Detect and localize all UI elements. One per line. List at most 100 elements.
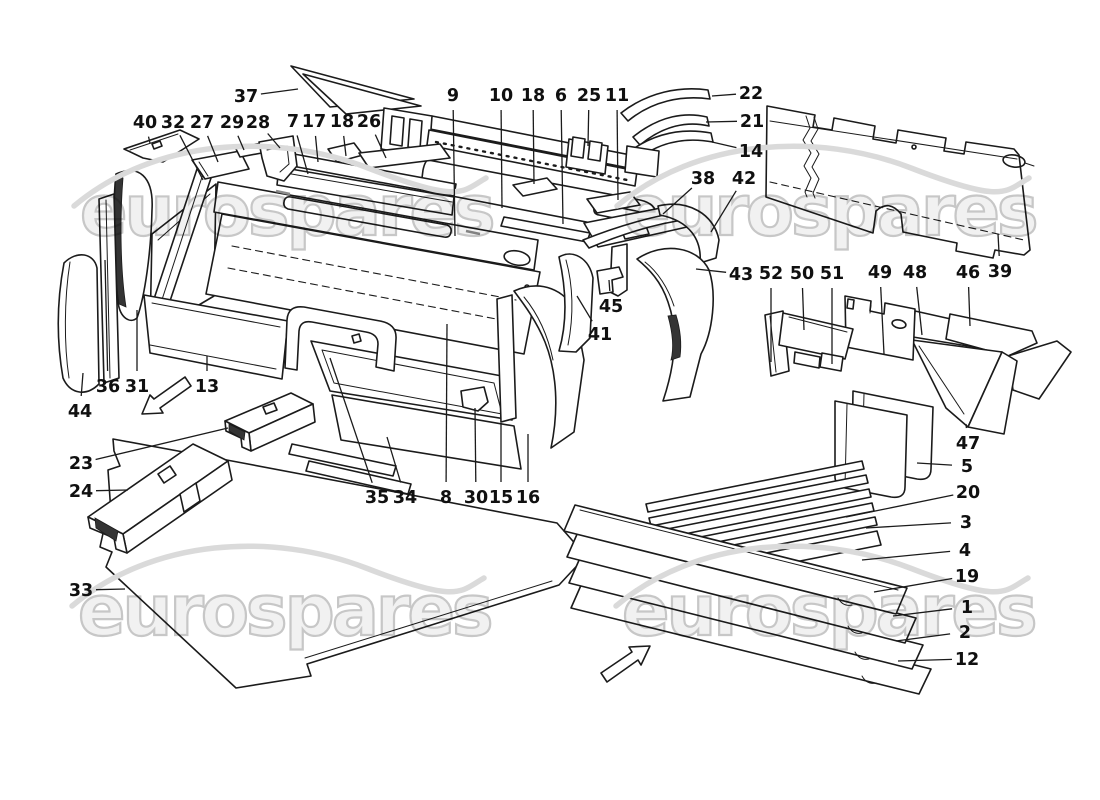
callout-9: 9 <box>447 86 459 106</box>
leader-line-45 <box>608 279 611 292</box>
leader-line-25 <box>587 109 590 147</box>
leader-line-17 <box>314 135 319 163</box>
leader-line-44 <box>80 372 84 397</box>
leader-line-42 <box>710 190 737 233</box>
leader-line-19 <box>873 577 953 593</box>
callout-6: 6 <box>555 86 567 106</box>
callout-13: 13 <box>195 377 219 397</box>
callout-16: 16 <box>516 488 540 508</box>
callout-49: 49 <box>868 263 892 283</box>
leader-line-11 <box>616 109 619 201</box>
callout-39: 39 <box>988 262 1012 282</box>
callout-46: 46 <box>956 263 980 283</box>
callout-5: 5 <box>961 457 973 477</box>
leader-line-3 <box>865 522 952 529</box>
callout-45: 45 <box>599 297 623 317</box>
leader-line-48 <box>916 286 923 336</box>
callout-34: 34 <box>393 488 417 508</box>
leader-line-5 <box>916 462 953 466</box>
part-tunnel-channels <box>87 392 316 554</box>
callout-41: 41 <box>588 325 612 345</box>
callout-18: 18 <box>521 86 545 106</box>
part-insulation-rear-panel <box>765 105 1035 259</box>
callout-1: 1 <box>961 598 973 618</box>
leader-line-32 <box>179 135 204 181</box>
leader-line-8 <box>445 323 448 483</box>
callout-28: 28 <box>246 113 270 133</box>
leader-line-36 <box>104 259 109 372</box>
callout-36: 36 <box>96 377 120 397</box>
callout-18: 18 <box>330 112 354 132</box>
direction-arrow-bottom <box>600 645 651 683</box>
part-molding-slats <box>645 460 882 589</box>
callout-30: 30 <box>464 488 488 508</box>
leader-line-28 <box>267 133 281 149</box>
watermark-swoosh <box>69 543 487 609</box>
callout-44: 44 <box>68 402 92 422</box>
leader-line-12 <box>897 658 953 662</box>
watermark-swoosh <box>613 543 1031 609</box>
callout-10: 10 <box>489 86 513 106</box>
callout-22: 22 <box>739 84 763 104</box>
callout-31: 31 <box>125 377 149 397</box>
callout-43: 43 <box>729 265 753 285</box>
callout-35: 35 <box>365 488 389 508</box>
callout-17: 17 <box>302 112 326 132</box>
part-insulation-sheets <box>563 504 932 695</box>
leader-line-46 <box>967 286 971 327</box>
callout-4: 4 <box>959 541 971 561</box>
leader-line-18 <box>532 109 535 185</box>
callout-15: 15 <box>489 488 513 508</box>
leader-line-43 <box>695 268 727 273</box>
callout-42: 42 <box>732 169 756 189</box>
leader-line-27 <box>206 135 219 163</box>
callout-48: 48 <box>903 263 927 283</box>
leader-line-24 <box>95 489 129 492</box>
leader-line-23 <box>95 427 229 461</box>
leader-line-18 <box>343 135 347 157</box>
callout-2: 2 <box>959 623 971 643</box>
watermark-swoosh <box>71 143 489 209</box>
callout-12: 12 <box>955 650 979 670</box>
callout-3: 3 <box>960 513 972 533</box>
callout-24: 24 <box>69 482 93 502</box>
callout-38: 38 <box>691 169 715 189</box>
callout-52: 52 <box>759 264 783 284</box>
callout-23: 23 <box>69 454 93 474</box>
part-floor-carpet <box>99 438 587 689</box>
leader-line-4 <box>861 550 951 561</box>
callout-32: 32 <box>161 113 185 133</box>
callout-51: 51 <box>820 264 844 284</box>
leader-line-38 <box>662 187 693 215</box>
leader-line-35 <box>329 357 373 484</box>
leader-line-49 <box>880 286 885 355</box>
callout-33: 33 <box>69 581 93 601</box>
leader-line-30 <box>474 407 477 483</box>
callout-50: 50 <box>790 264 814 284</box>
leader-line-33 <box>95 588 126 591</box>
leader-line-22 <box>711 93 737 97</box>
stamp-marks <box>275 189 481 236</box>
watermark-swoosh <box>614 143 1032 209</box>
leader-line-34 <box>386 436 402 483</box>
leader-line-14 <box>711 141 737 149</box>
callout-27: 27 <box>190 113 214 133</box>
callout-40: 40 <box>133 113 157 133</box>
leader-line-2 <box>895 633 951 642</box>
callout-20: 20 <box>956 483 980 503</box>
leader-line-7 <box>296 135 309 175</box>
leader-line-40 <box>147 136 151 144</box>
leader-line-9 <box>452 109 456 237</box>
callout-37: 37 <box>234 87 258 107</box>
callout-8: 8 <box>440 488 452 508</box>
watermark-swooshes <box>69 143 1032 609</box>
leader-line-29 <box>237 135 245 151</box>
leader-line-41 <box>576 295 593 322</box>
leader-line-39 <box>997 233 1000 257</box>
leader-line-10 <box>500 109 503 209</box>
leader-line-37 <box>260 88 299 95</box>
leader-line-26 <box>374 134 387 159</box>
